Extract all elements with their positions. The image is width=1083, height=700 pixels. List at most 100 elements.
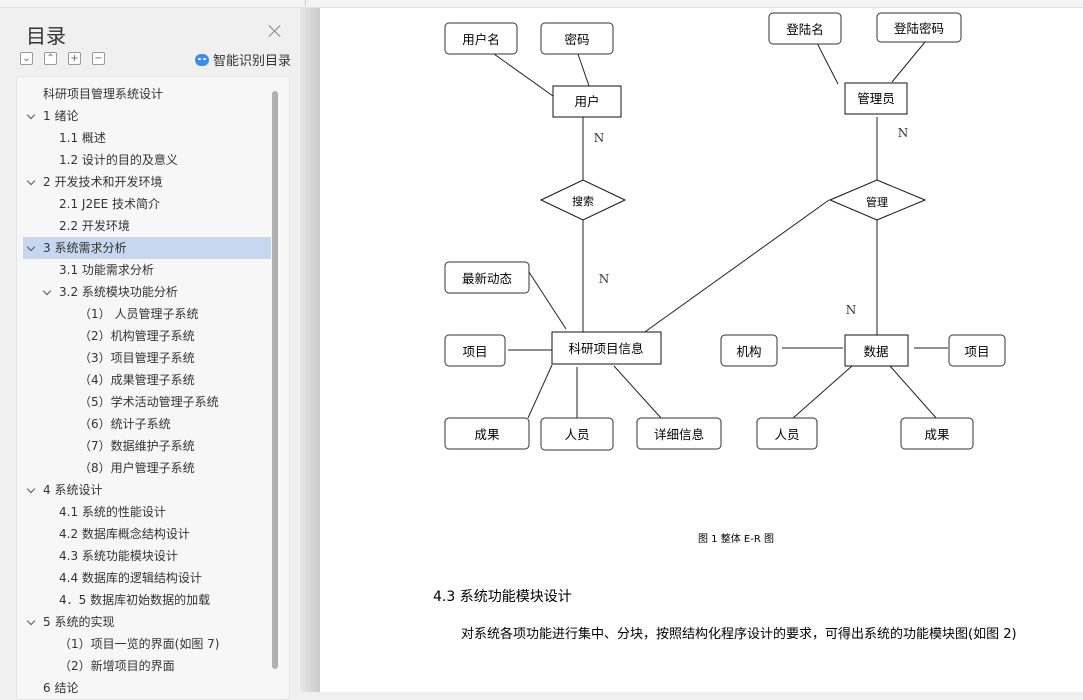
- toc-item-label: 3.2 系统模块功能分析: [59, 285, 178, 299]
- expand-all-icon[interactable]: ⌃: [44, 52, 57, 65]
- toc-item-label: （4）成果管理子系统: [79, 373, 195, 387]
- edge-research-result: [527, 364, 553, 419]
- toc-item[interactable]: 4．5 数据库初始数据的加载: [17, 589, 273, 611]
- toc-item-label: （3）项目管理子系统: [79, 351, 195, 365]
- toc-item[interactable]: 1 绪论: [17, 105, 273, 127]
- toc-item[interactable]: （1） 人员管理子系统: [17, 303, 273, 325]
- toc-item[interactable]: 4.3 系统功能模块设计: [17, 545, 273, 567]
- toc-item-label: （1） 人员管理子系统: [79, 307, 199, 321]
- toc-item-label: （2）机构管理子系统: [79, 329, 195, 343]
- attr-login-name: [768, 12, 842, 45]
- toc-item[interactable]: 1.1 概述: [17, 127, 273, 149]
- toc-item[interactable]: 4.1 系统的性能设计: [17, 501, 273, 523]
- label-user: 用户: [574, 94, 599, 109]
- toc-item[interactable]: 6 结论: [17, 677, 273, 699]
- attr-person-left: [540, 417, 614, 451]
- label-admin: 管理员: [857, 91, 895, 106]
- label-person-right: 人员: [774, 427, 799, 442]
- attr-project-left: [444, 334, 506, 367]
- top-toolbar-edge: [0, 0, 1083, 8]
- toc-item[interactable]: 4 系统设计: [17, 479, 273, 501]
- toc-item[interactable]: 2 开发技术和开发环境: [17, 171, 273, 193]
- label-login-password: 登陆密码: [894, 21, 944, 36]
- toc-item-label: （8）用户管理子系统: [79, 461, 195, 475]
- toc-item[interactable]: （1）项目一览的界面(如图 7): [17, 633, 273, 655]
- toc-item-label: 6 结论: [43, 681, 79, 695]
- toc-item[interactable]: （6）统计子系统: [17, 413, 273, 435]
- edge-username-user: [493, 53, 554, 97]
- label-result-right: 成果: [924, 427, 950, 442]
- toc-item[interactable]: （2）新增项目的界面: [17, 655, 273, 677]
- remove-icon[interactable]: −: [92, 52, 105, 65]
- edge-manage-research: [641, 199, 830, 335]
- toc-item[interactable]: 2.1 J2EE 技术简介: [17, 193, 273, 215]
- toc-item[interactable]: 3.1 功能需求分析: [17, 259, 273, 281]
- smart-toc-button[interactable]: 智能识别目录: [195, 50, 291, 69]
- card-search-research: N: [599, 272, 610, 286]
- toc-item[interactable]: （8）用户管理子系统: [17, 457, 273, 479]
- body-paragraph: 对系统各项功能进行集中、分块，按照结构化程序设计的要求，可得出系统的功能模块图(…: [461, 627, 1017, 642]
- relation-search: [539, 179, 627, 221]
- add-icon[interactable]: +: [68, 52, 81, 65]
- toc-item[interactable]: 科研项目管理系统设计: [17, 83, 273, 105]
- label-login-name: 登陆名: [786, 22, 824, 37]
- toc-item[interactable]: 4.2 数据库概念结构设计: [17, 523, 273, 545]
- scrollbar-track[interactable]: [272, 91, 278, 669]
- label-project-left: 项目: [462, 344, 487, 359]
- relation-manage: [828, 179, 927, 221]
- collapse-all-icon[interactable]: ⌄: [20, 52, 33, 65]
- card-manage-data: N: [846, 303, 857, 317]
- page-gutter: [300, 8, 320, 692]
- card-admin-manage: N: [898, 126, 909, 140]
- section-heading: 4.3 系统功能模块设计: [433, 589, 572, 605]
- toc-item-label: 1 绪论: [43, 109, 79, 123]
- toc-item[interactable]: （4）成果管理子系统: [17, 369, 273, 391]
- toc-item-label: 2.2 开发环境: [59, 219, 130, 233]
- edge-news-research: [528, 271, 567, 330]
- card-user-search: N: [594, 131, 605, 145]
- entity-admin: [844, 82, 908, 115]
- toc-item-label: 4.3 系统功能模块设计: [59, 549, 178, 563]
- scrollbar-thumb[interactable]: [272, 91, 278, 669]
- toc-item-label: 科研项目管理系统设计: [43, 87, 164, 101]
- label-project-right: 项目: [964, 344, 989, 359]
- toc-toolbar: ⌄ ⌃ + −: [20, 52, 105, 65]
- toc-item-label: 2 开发技术和开发环境: [43, 175, 163, 189]
- attr-org: [720, 334, 778, 367]
- toc-item[interactable]: 2.2 开发环境: [17, 215, 273, 237]
- sidebar-title: 目录: [26, 24, 66, 48]
- attr-result-right: [900, 417, 974, 450]
- toc-item-label: 5 系统的实现: [43, 615, 115, 629]
- toc-item[interactable]: （2）机构管理子系统: [17, 325, 273, 347]
- toc-item[interactable]: （7）数据维护子系统: [17, 435, 273, 457]
- edge-loginname-admin: [816, 42, 839, 85]
- label-person-left: 人员: [564, 427, 589, 442]
- toc-item[interactable]: 4.4 数据库的逻辑结构设计: [17, 567, 273, 589]
- label-manage: 管理: [866, 195, 888, 209]
- toc-item-label: （6）统计子系统: [79, 417, 171, 431]
- toc-item[interactable]: 1.2 设计的目的及意义: [17, 149, 273, 171]
- label-research: 科研项目信息: [568, 341, 643, 356]
- close-icon[interactable]: [268, 24, 282, 38]
- toc-item[interactable]: 3 系统需求分析: [23, 237, 271, 259]
- attr-project-right: [948, 334, 1006, 367]
- toc-item[interactable]: （5）学术活动管理子系统: [17, 391, 273, 413]
- label-result-left: 成果: [474, 427, 500, 442]
- label-org: 机构: [736, 344, 761, 359]
- toc-item[interactable]: 5 系统的实现: [17, 611, 273, 633]
- attr-person-right: [756, 417, 818, 450]
- entity-data: [844, 334, 909, 367]
- edge-password-user: [577, 53, 590, 87]
- toc-item-label: 4 系统设计: [43, 483, 103, 497]
- toc-item[interactable]: 3.2 系统模块功能分析: [17, 281, 273, 303]
- smart-toc-label: 智能识别目录: [213, 54, 292, 69]
- ai-icon: [195, 53, 209, 66]
- document-page: 用户名 密码 登陆名 登陆密码 用户 管理员 搜索 管理 最新动态 项目 科研项…: [320, 8, 1083, 692]
- toc-item[interactable]: （3）项目管理子系统: [17, 347, 273, 369]
- entity-research: [551, 331, 662, 365]
- entity-user: [552, 85, 622, 118]
- label-search: 搜索: [572, 194, 594, 208]
- attr-detail: [636, 417, 722, 450]
- edge-data-person: [791, 365, 853, 420]
